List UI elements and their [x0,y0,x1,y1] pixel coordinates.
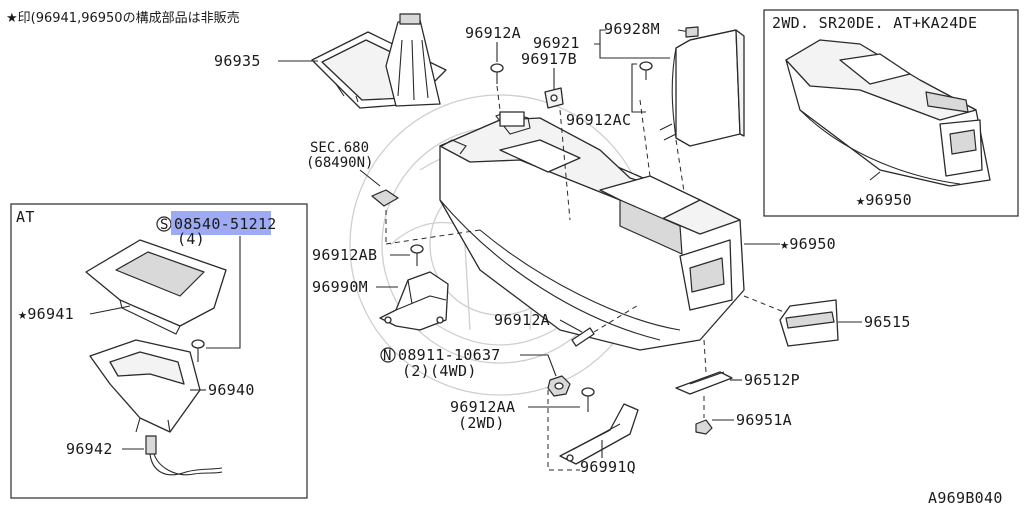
highlight-box [171,211,271,235]
label-sec680: SEC.680 [310,140,369,156]
clip-96928M [685,26,699,38]
guide-line-j [703,339,707,373]
nut-prefix: N [383,348,391,364]
center-console-drawing [439,111,745,351]
label-96912AA: 96912AA [450,398,515,416]
screw-96912A-top [490,63,504,84]
inset-at-title: AT [16,208,35,226]
label-96912AC: 96912AC [566,111,631,129]
sec680-part [371,189,399,207]
at-finisher-drawing [85,239,227,335]
inset-2wd-title: 2WD. SR20DE. AT+KA24DE [772,14,977,32]
label-96940: 96940 [208,381,255,399]
leader-nut [520,354,557,377]
leader-96912A-lower [559,319,583,333]
bracket-96991Q [559,403,639,465]
nut-prefix-circle [380,347,396,363]
label-96942: 96942 [66,440,113,458]
leader-96912AC [631,63,646,113]
inset-2wd-part: ★96950 [856,191,912,209]
label-96941: ★96941 [18,305,74,323]
guide-line-e [639,99,651,177]
leader-96941 [89,305,131,315]
screw-96912AA [581,387,595,412]
diagram-code: A969B040 [928,489,1003,507]
header-note: ★印(96941,96950の構成部品は非販売 [6,10,240,26]
inset-2wd-box [763,9,1019,217]
label-96990M: 96990M [312,278,368,296]
label-screw-qty: (4) [177,230,205,248]
armrest-lid-drawing [659,29,745,147]
screw-96912AC [639,61,653,80]
screw-96912AB [410,244,424,266]
label-96935: 96935 [214,52,261,70]
label-96950: ★96950 [780,235,836,253]
label-96912AB: 96912AB [312,246,377,264]
label-96912A-top: 96912A [465,24,521,42]
leader-96921 [594,29,670,59]
inset-console-drawing [785,39,991,187]
clip-96917B [544,87,564,109]
pocket-96515 [779,299,839,347]
label-96928M: 96928M [604,20,660,38]
label-96991Q: 96991Q [580,458,636,476]
label-nut-code: 08911-10637 [398,346,501,364]
nut-part [547,375,571,397]
guide-line-h [547,390,580,471]
label-96515: 96515 [864,313,911,331]
label-96912A-lower: 96912A [494,311,550,329]
inset-at-box [10,203,308,499]
bracket-96990M [379,271,449,331]
screw-prefix: S [160,217,168,233]
label-sec680-sub: (68490N) [306,155,373,171]
label-96917B: 96917B [521,50,577,68]
screw-96912A-lower [571,327,595,347]
label-96512P: 96512P [744,371,800,389]
label-96951A: 96951A [736,411,792,429]
guide-line-a [496,85,501,111]
guide-line-f [385,229,481,245]
label-screw-code: 08540-51212 [174,215,277,233]
bracket-96512P [675,371,733,395]
screw-96951A [695,419,713,435]
at-bulb-harness-drawing [145,435,223,476]
guide-line-d [559,109,571,221]
at-indicator-drawing [89,339,201,433]
guide-line-i [743,295,785,313]
leader-sec680 [359,169,381,187]
shift-boot-finisher-drawing [311,13,447,109]
leader-inset-96950 [869,171,881,181]
screw-at [191,339,205,362]
label-nut-sub: (2)(4WD) [402,362,477,380]
label-96912AA-sub: (2WD) [458,414,505,432]
leader-screw [206,236,241,349]
label-96921: 96921 [533,34,580,52]
